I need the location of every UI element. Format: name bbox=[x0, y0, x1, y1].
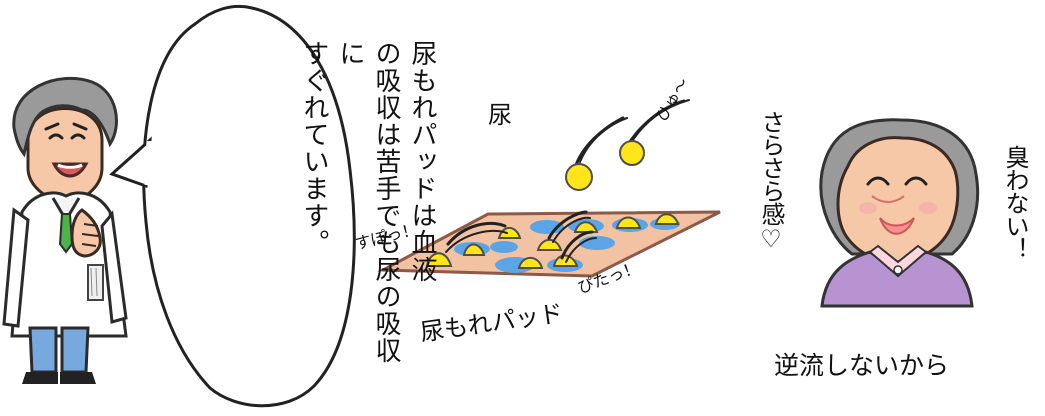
urine-label: 尿 bbox=[488, 101, 512, 129]
smooth-feel-label: さらさら感♡ bbox=[757, 110, 785, 252]
blue-spot bbox=[490, 241, 518, 253]
grandma-illustration bbox=[819, 118, 980, 308]
speech-line-2: の吸収は苦手でも尿の吸収に bbox=[335, 40, 401, 364]
doctor-illustration bbox=[2, 76, 128, 384]
speech-line-3: すぐれています。 bbox=[299, 40, 329, 256]
no-backflow-label: 逆流しないから bbox=[774, 351, 950, 380]
speech-line-1: 尿もれパッドは血液 bbox=[407, 40, 437, 283]
urine-drop-icon bbox=[565, 163, 593, 191]
blue-spot bbox=[579, 236, 615, 250]
speech-bubble-container: 尿もれパッドは血液 の吸収は苦手でも尿の吸収に すぐれています。 bbox=[130, 0, 437, 416]
no-odor-label: 臭わない！ bbox=[1001, 145, 1029, 260]
speech-bubble-text: 尿もれパッドは血液 の吸収は苦手でも尿の吸収に すぐれています。 bbox=[299, 40, 440, 380]
falling-droplets bbox=[565, 99, 690, 191]
absorbent-pad-illustration bbox=[377, 210, 721, 278]
speech-bubble bbox=[109, 4, 356, 408]
urine-drop-icon bbox=[619, 140, 645, 166]
